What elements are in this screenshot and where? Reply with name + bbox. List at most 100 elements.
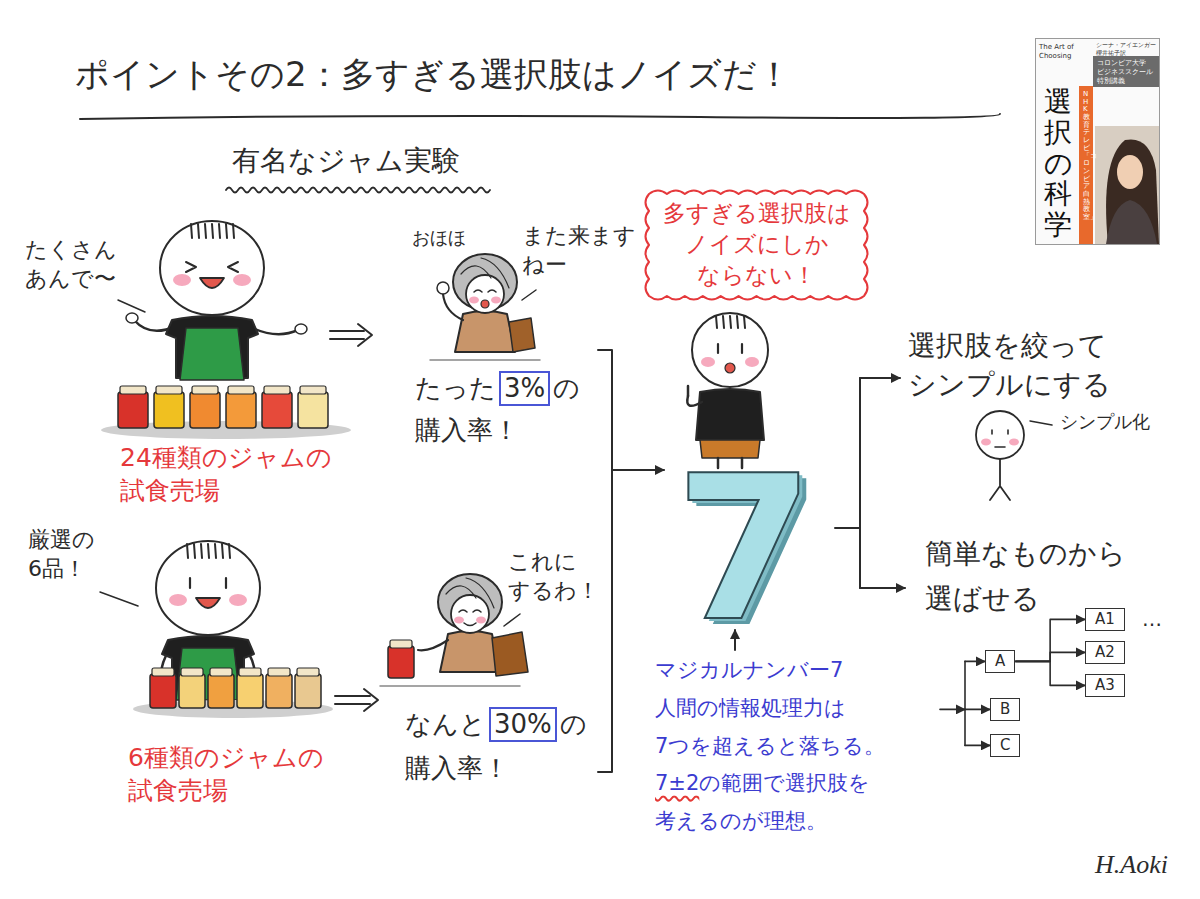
picked-jar bbox=[388, 646, 414, 678]
result-text: の bbox=[560, 708, 587, 742]
customer-face bbox=[466, 275, 504, 313]
presenter-cheek bbox=[701, 357, 715, 367]
cover-photo-face bbox=[1117, 155, 1143, 189]
speech-leader bbox=[504, 614, 520, 626]
double-arrow bbox=[330, 324, 372, 346]
presenter-hair bbox=[716, 316, 745, 328]
jam-jar bbox=[262, 392, 292, 428]
jar-lid bbox=[300, 386, 326, 394]
node-text: B bbox=[1000, 700, 1010, 719]
result-text: 購入率！ bbox=[415, 414, 519, 448]
vendor-cheek bbox=[233, 274, 251, 286]
subtitle-wave bbox=[226, 188, 490, 193]
cover-photo-clothes bbox=[1106, 200, 1157, 244]
vendor-cheek bbox=[229, 594, 247, 606]
jar-lid bbox=[192, 386, 218, 394]
jar-lid bbox=[181, 668, 203, 676]
node-text: 3% bbox=[504, 373, 545, 404]
bracket bbox=[598, 350, 612, 772]
subtitle: 有名なジャム実験 bbox=[232, 143, 460, 179]
result-text: 購入率！ bbox=[405, 752, 509, 786]
option-box: A bbox=[985, 650, 1015, 673]
tree-branch bbox=[965, 709, 990, 711]
customer-cheek bbox=[454, 617, 464, 624]
cover-band bbox=[1093, 56, 1160, 87]
percent-box: 3% bbox=[499, 371, 550, 406]
speech-text: 厳選の 6品！ bbox=[28, 526, 98, 583]
double-arrow-shaft bbox=[330, 331, 364, 339]
option-box: A1 bbox=[1085, 608, 1125, 631]
customer-arm bbox=[443, 294, 463, 320]
customer-mouth bbox=[481, 300, 489, 308]
signature: H.Aoki bbox=[1095, 848, 1168, 882]
jam-jar bbox=[237, 674, 263, 708]
tree-branch bbox=[965, 745, 990, 747]
book-cover-art bbox=[1035, 38, 1160, 245]
presenter-eyes bbox=[718, 344, 742, 353]
cover-photo bbox=[1095, 126, 1159, 244]
jam-jars bbox=[101, 386, 351, 439]
double-arrow-head bbox=[364, 689, 378, 711]
vendor-eyes bbox=[186, 262, 238, 272]
node-text: C bbox=[1000, 736, 1010, 755]
bracket-arrow bbox=[860, 377, 900, 379]
book-author: シーナ・アイエンガー 櫻井祐子訳 bbox=[1096, 41, 1159, 57]
tree-lead-arrow bbox=[940, 709, 965, 711]
jar-lid bbox=[156, 386, 182, 394]
jar-lid bbox=[390, 640, 412, 648]
simple-cheek bbox=[981, 439, 991, 446]
result-text: の bbox=[553, 372, 580, 406]
option-box: A2 bbox=[1085, 641, 1125, 664]
customer-mouth bbox=[464, 623, 476, 626]
jam-jar bbox=[298, 392, 328, 428]
jar-lid bbox=[228, 386, 254, 394]
jam-jar bbox=[150, 674, 176, 708]
speech-text: これに するわ！ bbox=[508, 548, 602, 605]
vendor-mouth bbox=[196, 598, 220, 608]
tree-trunk bbox=[964, 661, 966, 745]
jar-lid bbox=[152, 668, 174, 676]
customer-eyes bbox=[474, 290, 496, 292]
customer-body bbox=[455, 311, 515, 352]
ellipsis-mark: … bbox=[1142, 606, 1162, 632]
caption-text: 24種類のジャムの 試食売場 bbox=[120, 442, 335, 507]
book-subtitle: The Art of Choosing bbox=[1039, 43, 1079, 61]
jam-jar bbox=[179, 674, 205, 708]
customer-eyes bbox=[459, 610, 481, 612]
jar-lid bbox=[268, 668, 290, 676]
jam-jar bbox=[295, 674, 321, 708]
customer-arm bbox=[418, 640, 448, 650]
node-text: A2 bbox=[1095, 643, 1115, 662]
double-arrow bbox=[335, 689, 378, 711]
option-box: C bbox=[990, 734, 1020, 757]
connector-arrow bbox=[1015, 661, 1085, 685]
customer-figure bbox=[437, 254, 535, 352]
result-text: たった bbox=[415, 372, 496, 406]
magical-number: 7 bbox=[675, 449, 814, 649]
double-arrow-shaft bbox=[335, 696, 370, 704]
simple-face bbox=[976, 411, 1024, 459]
vendor-head bbox=[156, 541, 260, 635]
customer-face bbox=[451, 595, 489, 633]
bracket-arrow bbox=[860, 587, 905, 589]
option-box: A3 bbox=[1085, 674, 1125, 697]
jam-jar bbox=[190, 392, 220, 428]
ground-line bbox=[430, 359, 540, 361]
presenter-arm bbox=[687, 396, 702, 406]
node-text: 多すぎる選択肢は ノイズにしか ならない！ bbox=[661, 198, 852, 291]
connector-arrow bbox=[1015, 652, 1085, 661]
speech-text: たくさん あんで〜 bbox=[25, 236, 120, 293]
vendor-figure bbox=[126, 221, 307, 380]
vendor-mouth bbox=[200, 278, 224, 288]
ground-line bbox=[380, 685, 520, 687]
jam-jar bbox=[208, 674, 234, 708]
customer-hand bbox=[437, 282, 449, 294]
vendor-hand bbox=[126, 313, 138, 323]
point-text: 選択肢を絞って シンプルにする bbox=[908, 326, 1114, 404]
jam-jars bbox=[133, 668, 333, 718]
book-series: コロンビア大学 ビジネススクール 特別講義 bbox=[1097, 59, 1156, 86]
jar-lid bbox=[264, 386, 290, 394]
book-band-text: NHK教育テレビ「コロンビア白熱教室」 bbox=[1083, 91, 1090, 222]
vendor-cheek bbox=[173, 274, 191, 286]
speech-leader bbox=[100, 592, 138, 606]
